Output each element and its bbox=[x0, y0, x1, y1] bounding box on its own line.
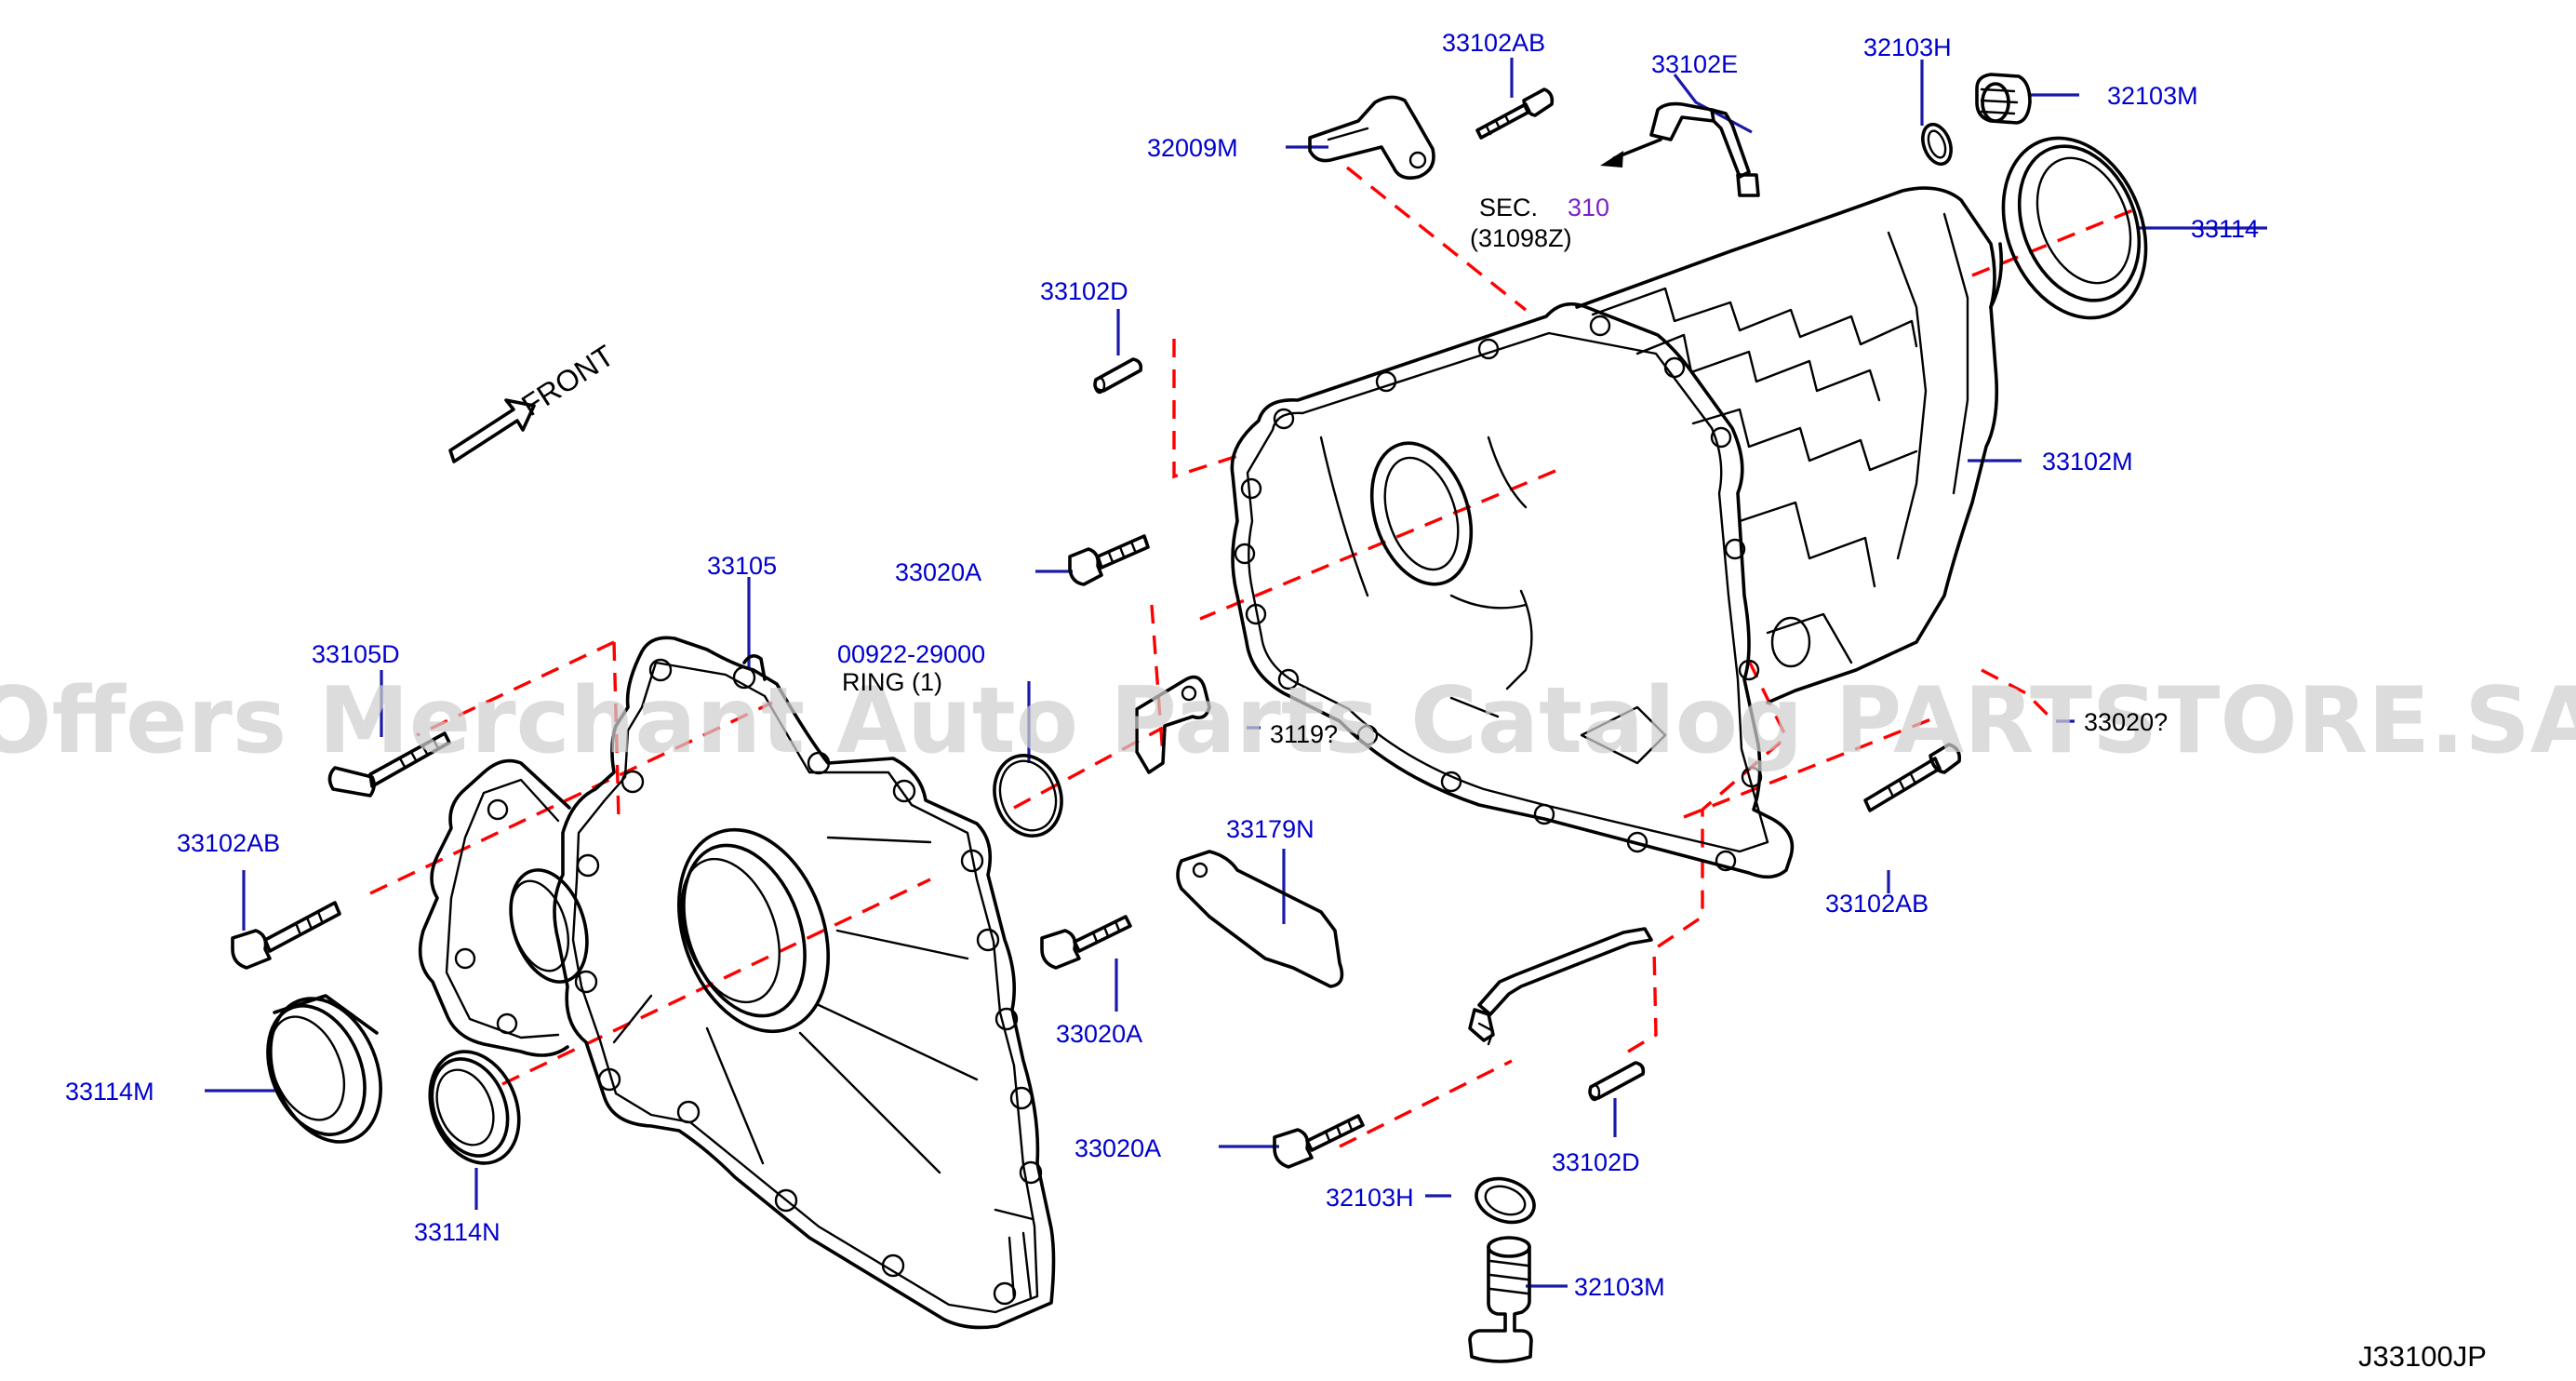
front-case-33105 bbox=[418, 636, 1056, 1330]
label-33114[interactable]: 33114 bbox=[2191, 215, 2259, 243]
bolt-33020A-bottom bbox=[1273, 1114, 1365, 1169]
label-32103M-top[interactable]: 32103M bbox=[2107, 82, 2198, 110]
label-33020A-mid[interactable]: 33020A bbox=[1056, 1020, 1142, 1048]
dowel-pin-33102D-bottom bbox=[1588, 1061, 1646, 1102]
label-3119x[interactable]: 3119? bbox=[1270, 720, 1338, 748]
leader-lines bbox=[205, 58, 2267, 1288]
dowel-pin-33102D-top bbox=[1093, 357, 1143, 395]
bolt-33020A-top bbox=[1068, 534, 1150, 586]
assembly-centerlines bbox=[369, 166, 2136, 1148]
front-direction-indicator: FRONT bbox=[448, 339, 620, 463]
diagram-code: J33100JP bbox=[2358, 1340, 2487, 1373]
label-33020A-bottom[interactable]: 33020A bbox=[1074, 1134, 1161, 1162]
label-33020A-top[interactable]: 33020A bbox=[895, 558, 981, 586]
label-33102E[interactable]: 33102E bbox=[1651, 50, 1738, 78]
label-33102AB-right[interactable]: 33102AB bbox=[1825, 890, 1929, 918]
label-33105D[interactable]: 33105D bbox=[312, 640, 400, 668]
label-33105[interactable]: 33105 bbox=[707, 552, 777, 580]
plug-32103M-top bbox=[1975, 73, 2032, 125]
washer-32103H-bottom bbox=[1475, 1176, 1536, 1225]
label-33102AB-top[interactable]: 33102AB bbox=[1442, 29, 1545, 57]
label-sec-number[interactable]: 310 bbox=[1568, 194, 1609, 221]
label-33102D-bottom[interactable]: 33102D bbox=[1552, 1148, 1640, 1176]
label-33114M[interactable]: 33114M bbox=[65, 1078, 154, 1106]
bolt-33102AB-right bbox=[1863, 743, 1962, 812]
breather-tube bbox=[1468, 927, 1653, 1046]
bolt-33102AB-top bbox=[1475, 87, 1555, 140]
label-33102D-top[interactable]: 33102D bbox=[1040, 277, 1128, 305]
flange-bolt-bosses bbox=[1234, 315, 1763, 872]
label-32103H-top[interactable]: 32103H bbox=[1863, 34, 1952, 61]
watermark: Offers Merchant Auto Parts Catalog PARTS… bbox=[0, 668, 2576, 774]
drain-plug-32103M-bottom bbox=[1468, 1236, 1533, 1363]
bolt-33102AB-left bbox=[231, 901, 341, 970]
label-33102M[interactable]: 33102M bbox=[2042, 448, 2133, 476]
label-oring-part-number[interactable]: 00922-29000 bbox=[837, 640, 985, 668]
label-33179N[interactable]: 33179N bbox=[1226, 815, 1315, 843]
washer-32103H-top bbox=[1921, 122, 1953, 167]
bolt-33105D bbox=[327, 731, 451, 798]
label-33102AB-left[interactable]: 33102AB bbox=[177, 829, 280, 857]
harness-bracket-33179N bbox=[1176, 850, 1344, 988]
oil-seal-33114N bbox=[428, 1050, 521, 1165]
label-oring-name: RING (1) bbox=[842, 668, 942, 696]
oil-seal-33114 bbox=[2001, 136, 2148, 320]
label-33020-right[interactable]: 33020? bbox=[2084, 708, 2168, 736]
label-sec: SEC. bbox=[1479, 194, 1538, 221]
label-sec-ref: (31098Z) bbox=[1470, 224, 1572, 252]
transfer-case-33102M bbox=[1230, 186, 2004, 879]
front-label: FRONT bbox=[515, 339, 620, 422]
sec-arrow bbox=[1600, 138, 1662, 168]
part-labels: 33102AB 33102E 32103H 32103M 32009M SEC.… bbox=[65, 29, 2487, 1373]
oil-seal-33114M bbox=[266, 994, 382, 1144]
label-32103M-bottom[interactable]: 32103M bbox=[1574, 1273, 1665, 1301]
label-33114N[interactable]: 33114N bbox=[414, 1218, 501, 1246]
breather-hose-33102E bbox=[1649, 101, 1760, 197]
part-3119x bbox=[1135, 675, 1211, 774]
bolt-33020A-mid bbox=[1040, 915, 1132, 970]
label-32103H-bottom[interactable]: 32103H bbox=[1326, 1184, 1414, 1212]
label-32009M[interactable]: 32009M bbox=[1147, 134, 1238, 162]
bracket-32009M bbox=[1308, 95, 1435, 181]
o-ring-00922-29000 bbox=[993, 753, 1063, 838]
front-case-bolt-holes bbox=[454, 658, 1043, 1306]
